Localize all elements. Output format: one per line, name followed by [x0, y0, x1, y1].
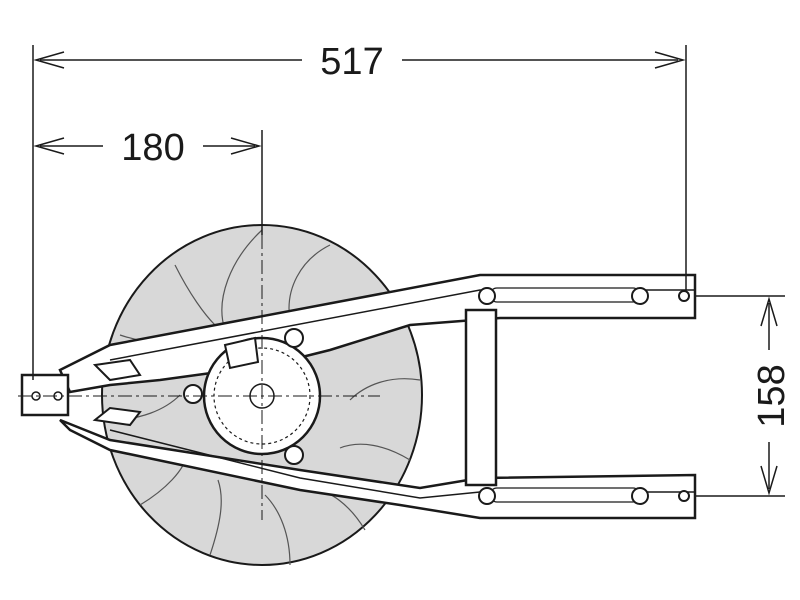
connector-housing: [223, 336, 260, 370]
mount-holes: [478, 287, 690, 505]
dimension-label-overall-width: 517: [320, 41, 383, 83]
dimension-arm-spacing: 158: [695, 295, 793, 497]
dimension-overall-width: 517: [32, 41, 687, 380]
motor-mount-bolts: [183, 328, 304, 465]
dimension-label-hub-offset: 180: [121, 127, 184, 169]
center-lines: [18, 235, 380, 520]
dimension-hub-offset: 180: [33, 127, 263, 235]
dimension-label-arm-spacing: 158: [751, 364, 793, 427]
